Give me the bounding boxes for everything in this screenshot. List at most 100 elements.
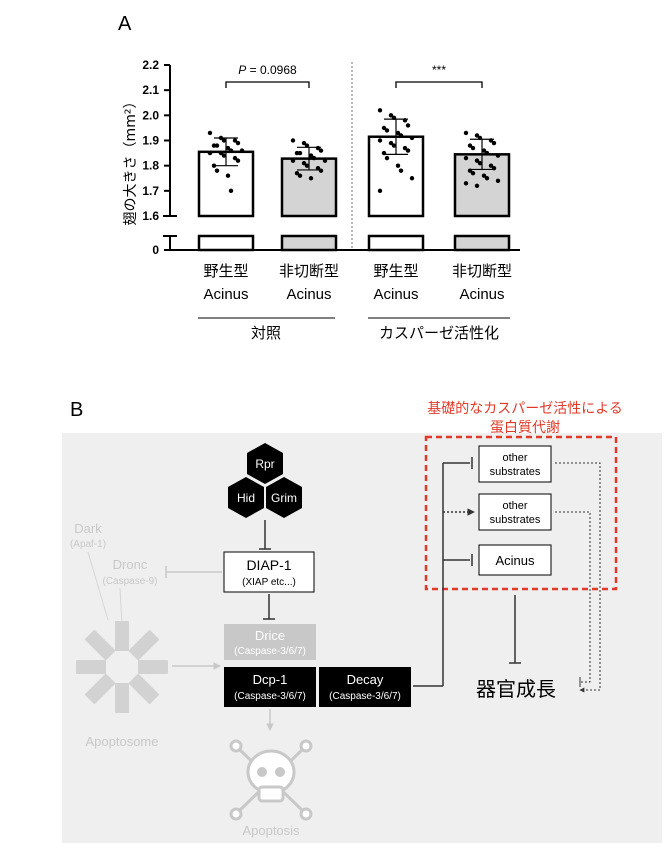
data-point (315, 145, 321, 151)
data-point (297, 150, 303, 156)
data-point (474, 133, 480, 138)
svg-text:(XIAP etc...): (XIAP etc...) (242, 577, 296, 588)
data-point (232, 155, 238, 161)
data-point (308, 176, 314, 181)
group-label-control: 対照 (251, 324, 281, 342)
svg-text:Acinus: Acinus (495, 553, 535, 568)
svg-text:Hid: Hid (237, 491, 255, 505)
skull-crossbones-icon (229, 739, 313, 821)
y-tick-label: 1.6 (142, 209, 159, 223)
data-point (491, 165, 497, 171)
y-tick-label: 2.0 (142, 108, 159, 122)
significance-bracket (225, 81, 310, 88)
data-point (405, 148, 411, 153)
svg-text:Dcp-1: Dcp-1 (253, 672, 288, 687)
data-point (467, 143, 473, 148)
data-point (474, 158, 480, 163)
data-point (463, 130, 469, 136)
y-axis-label: 翅の大きさ（mm²） (123, 95, 139, 226)
bar-lower-segment (367, 234, 425, 252)
diap1-box: DIAP-1 (XIAP etc...) (223, 551, 315, 593)
data-point (214, 143, 220, 148)
significance-bracket (395, 81, 483, 88)
data-point (232, 138, 238, 143)
data-point (318, 148, 324, 153)
data-point (308, 153, 314, 158)
rpr-hexagon: Rpr (247, 443, 283, 484)
data-point (402, 145, 408, 151)
dark-label: Dark (74, 521, 102, 536)
data-point (225, 145, 231, 151)
data-point (477, 160, 483, 166)
dotted-path-substrates-1 (555, 462, 601, 693)
y-tick-label: 2.2 (142, 58, 159, 72)
data-point (384, 155, 390, 161)
significance-label: P = 0.0968 (238, 63, 297, 77)
other-substrates-box-2: other substrates (478, 493, 552, 531)
data-point (221, 153, 227, 158)
data-point (409, 176, 415, 181)
drice-box: Drice (Caspase-3/6/7) (224, 624, 316, 660)
data-point (297, 173, 303, 178)
data-point (235, 140, 241, 146)
data-point (301, 160, 307, 166)
data-point (481, 148, 487, 153)
dronc-label: Dronc (113, 557, 148, 572)
data-point (484, 176, 490, 181)
x-category-label: 野生型 (203, 262, 248, 280)
acinus-box: Acinus (478, 544, 552, 576)
data-point (301, 140, 307, 146)
y-tick-label: 1.8 (142, 159, 159, 173)
diagram-background (62, 433, 662, 843)
data-point (207, 130, 213, 136)
data-point (395, 130, 401, 136)
data-point (228, 188, 234, 194)
organ-growth-label: 器官成長 (476, 677, 556, 701)
data-point (470, 171, 476, 176)
data-point (398, 133, 404, 138)
data-point (290, 138, 296, 143)
data-point (225, 173, 231, 178)
data-point (239, 148, 245, 153)
data-point (235, 158, 241, 163)
svg-text:other: other (502, 500, 527, 512)
x-category-sublabel: Acinus (286, 286, 331, 303)
y-tick-label: 0 (152, 243, 159, 257)
data-point (495, 178, 501, 183)
x-category-sublabel: Acinus (459, 286, 504, 303)
data-point (402, 118, 408, 123)
x-category-label: 非切断型 (452, 262, 512, 280)
other-substrates-box-1: other substrates (478, 445, 552, 483)
dark-sub-label: (Apaf-1) (70, 539, 106, 550)
data-point (294, 171, 300, 176)
data-point (398, 168, 404, 173)
dcp1-box: Dcp-1 (Caspase-3/6/7) (224, 667, 316, 707)
apoptosome-label: Apoptosome (86, 734, 159, 749)
wing-size-bar-chart: 翅の大きさ（mm²） 01.61.71.81.92.02.12.2 P = 0.… (123, 58, 520, 342)
data-point (381, 125, 387, 131)
panel-b-label: B (70, 399, 83, 421)
data-point (221, 138, 227, 143)
significance-label: *** (432, 63, 446, 77)
data-point (318, 168, 324, 173)
y-tick-label: 1.7 (142, 184, 159, 198)
data-point (218, 135, 224, 141)
svg-text:substrates: substrates (490, 514, 541, 526)
y-tick-label: 2.1 (142, 83, 159, 97)
data-point (463, 155, 469, 161)
bar-lower-segment (453, 234, 511, 252)
red-title-line1: 基礎的なカスパーゼ活性による (427, 400, 623, 417)
data-point (228, 148, 234, 153)
apoptosome-icon (76, 621, 168, 713)
data-point (488, 163, 494, 168)
svg-text:(Caspase-3/6/7): (Caspase-3/6/7) (329, 691, 401, 702)
data-point (384, 128, 390, 133)
data-point (488, 138, 494, 143)
svg-text:substrates: substrates (490, 466, 541, 478)
grim-hexagon: Grim (266, 477, 302, 518)
data-point (463, 181, 469, 186)
data-point (474, 183, 480, 188)
bar-lower-segment (280, 234, 338, 252)
apoptosis-label: Apoptosis (242, 823, 300, 838)
